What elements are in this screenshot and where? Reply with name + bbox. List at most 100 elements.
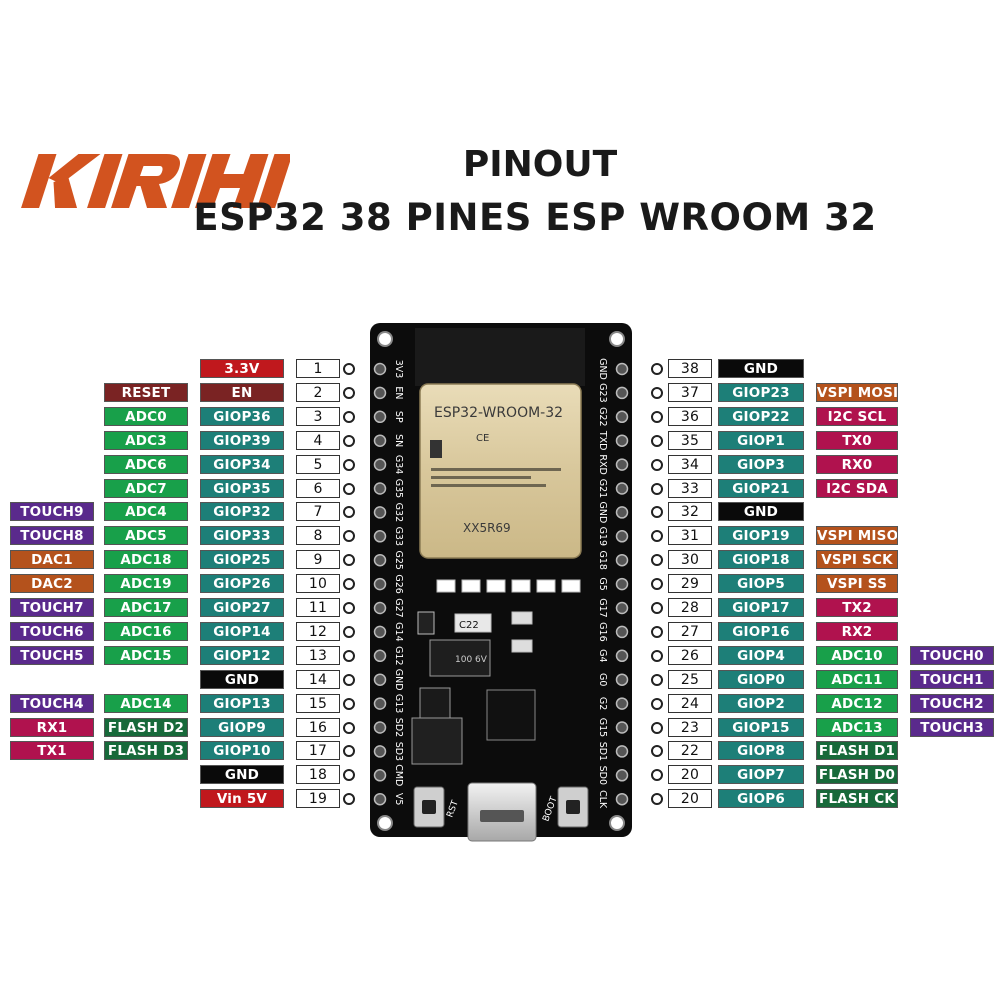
header-pin: [615, 601, 629, 615]
pin-label-adc: ADC5: [104, 526, 188, 546]
pin-pad: [651, 578, 663, 591]
pin-label-gpio: GIOP27: [200, 598, 284, 617]
pin-label-gpio: GIOP13: [200, 693, 284, 713]
pin-label-gpio: GIOP35: [200, 478, 284, 498]
pin-label-gpio: GIOP22: [718, 406, 804, 426]
pin-label-gpio: GIOP34: [200, 454, 284, 474]
module-title-text: ESP32-WROOM-32: [434, 405, 563, 421]
silkscreen-label: SD2: [393, 718, 404, 737]
usb-uart-chip: [486, 689, 536, 741]
logo-mark: [430, 440, 442, 458]
header-pin: [373, 625, 387, 639]
silkscreen-label: GND: [393, 669, 404, 691]
pin-pad: [651, 482, 663, 495]
pin-label-touch: TOUCH4: [10, 693, 94, 713]
pin-number: 8: [296, 526, 340, 546]
pin-label-gpio: GIOP39: [200, 430, 284, 450]
pin-pad: [651, 386, 663, 399]
pin-label-spi: VSPI MOSI: [816, 382, 898, 402]
pin-number: 9: [296, 550, 340, 570]
pin-label-touch: TOUCH7: [10, 598, 94, 617]
pin-label-flash: FLASH D3: [104, 741, 188, 761]
pin-pad: [343, 530, 355, 543]
pin-label-gpio: GIOP4: [718, 645, 804, 665]
silkscreen-label: CMD: [393, 764, 404, 786]
pinout-title: PINOUT: [462, 144, 618, 185]
silkscreen-label: G25: [393, 550, 404, 569]
header-pin: [373, 769, 387, 782]
pin-label-flash: FLASH D2: [104, 717, 188, 737]
pin-label-gpio: GIOP19: [718, 526, 804, 546]
silkscreen-label: G33: [393, 527, 404, 546]
pin-number: 20: [668, 765, 712, 785]
pin-number: 7: [296, 502, 340, 522]
pin-label-gpio: GIOP36: [200, 406, 284, 426]
silkscreen-label: G23: [597, 383, 608, 402]
pin-pad: [651, 721, 663, 734]
pin-pad: [651, 458, 663, 471]
pin-pad: [343, 410, 355, 423]
module-code-text: XX5R69: [463, 521, 511, 535]
pin-number: 10: [296, 574, 340, 594]
pin-label-touch: TOUCH8: [10, 526, 94, 546]
header-pin: [615, 625, 629, 639]
pin-label-serial: RX1: [10, 717, 94, 737]
pin-number: 28: [668, 598, 712, 617]
pin-label-dac: DAC1: [10, 550, 94, 570]
cap2-label: 100 6V: [455, 655, 488, 665]
cap-label: C22: [459, 620, 479, 631]
pin-label-adc: ADC14: [104, 693, 188, 713]
pin-label-adc: ADC10: [816, 645, 898, 665]
silkscreen-label: GND: [597, 502, 608, 524]
silkscreen-label: CLK: [597, 790, 608, 809]
smd-components: [417, 579, 581, 653]
pin-number: 33: [668, 478, 712, 498]
silkscreen-label: SD3: [393, 742, 404, 761]
pin-pad: [651, 649, 663, 662]
header-pin: [615, 553, 629, 567]
pin-number: 35: [668, 430, 712, 450]
header-pin: [615, 506, 629, 519]
header-pin: [373, 506, 387, 519]
pin-label-gpio: GIOP17: [718, 598, 804, 617]
pin-pad: [343, 721, 355, 734]
pin-label-gpio: GIOP2: [718, 693, 804, 713]
header-pin: [615, 362, 629, 376]
pin-number: 1: [296, 359, 340, 378]
pin-label-adc: ADC4: [104, 502, 188, 522]
pin-label-dac: DAC2: [10, 574, 94, 594]
header-pin: [615, 792, 629, 806]
header-pin: [373, 577, 387, 591]
header-pin: [373, 530, 387, 543]
silkscreen-label: G18: [597, 550, 608, 569]
pin-label-adc: ADC11: [816, 669, 898, 689]
pin-number: 31: [668, 526, 712, 546]
header-pin: [373, 458, 387, 471]
pin-label-gpio: GIOP10: [200, 741, 284, 761]
pin-number: 24: [668, 693, 712, 713]
silkscreen-label: G4: [597, 649, 608, 662]
silkscreen-label: G27: [393, 598, 404, 617]
silkscreen-label: G34: [393, 455, 404, 474]
silkscreen-label: G15: [597, 718, 608, 737]
pin-label-gpio: GIOP26: [200, 574, 284, 594]
silkscreen-label: EN: [393, 386, 404, 399]
pin-label-adc: ADC6: [104, 454, 188, 474]
pin-pad: [343, 434, 355, 447]
pin-label-touch: TOUCH3: [910, 717, 994, 737]
pin-label-serial: RX0: [816, 454, 898, 474]
header-pin: [615, 410, 629, 424]
silkscreen-label: G2: [597, 697, 608, 710]
pin-pad: [651, 530, 663, 543]
pin-label-gpio: GIOP7: [718, 765, 804, 785]
pin-label-gpio: GIOP6: [718, 789, 804, 809]
pin-pad: [343, 673, 355, 686]
pin-number: 14: [296, 669, 340, 689]
pin-pad: [651, 793, 663, 806]
pin-label-adc: ADC3: [104, 430, 188, 450]
silkscreen-label: G16: [597, 622, 608, 641]
pin-label-power: 3.3V: [200, 359, 284, 378]
pin-number: 6: [296, 478, 340, 498]
pin-label-gnd: GND: [200, 669, 284, 689]
